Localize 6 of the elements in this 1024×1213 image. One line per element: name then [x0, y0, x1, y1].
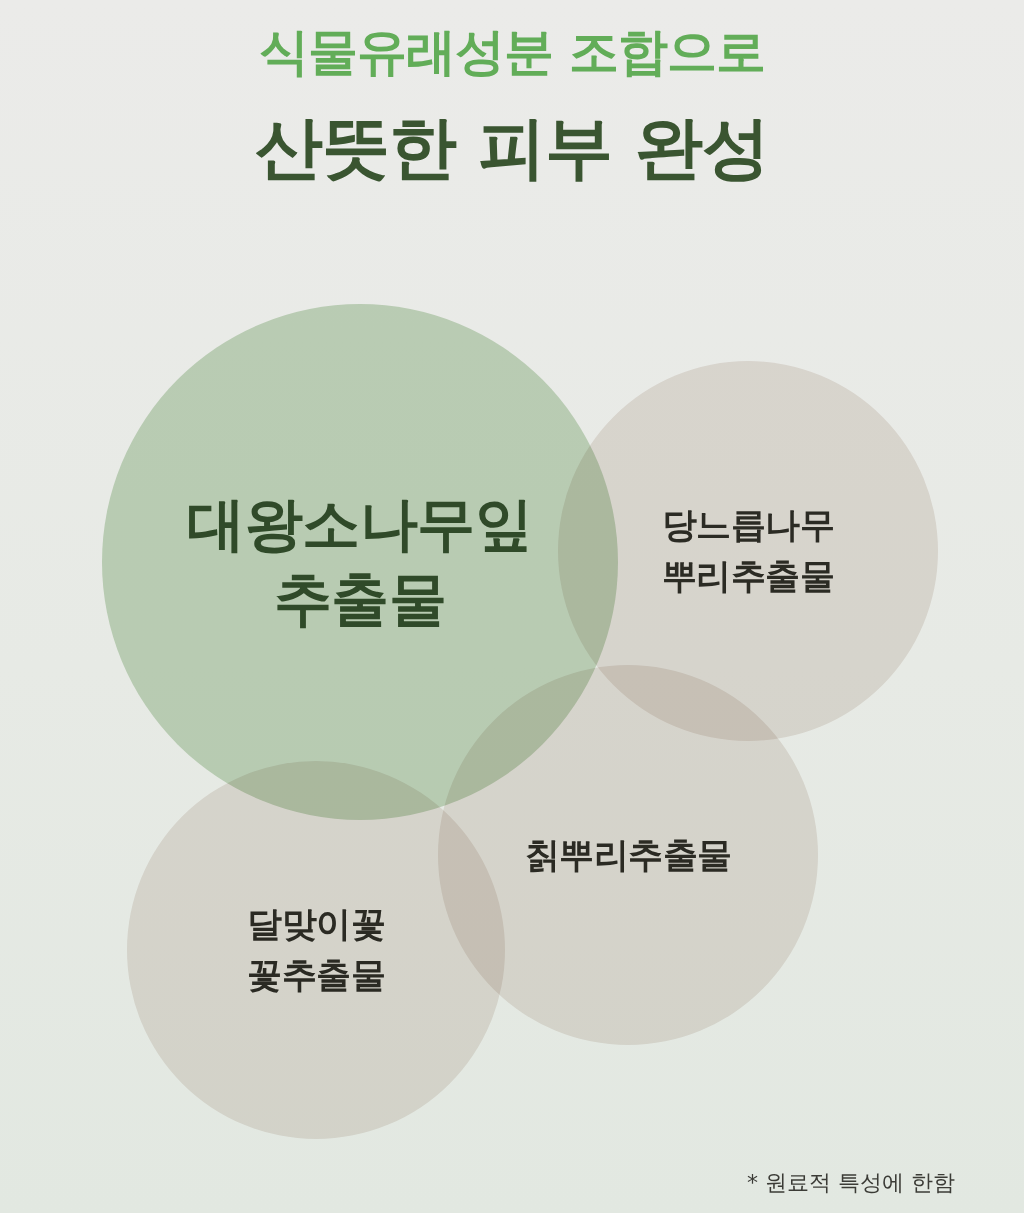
footnote: * 원료적 특성에 한함 [747, 1169, 955, 1197]
circle-label: 달맞이꽃 꽃추출물 [246, 903, 386, 997]
circle-label: 칡뿌리추출물 [524, 833, 732, 877]
circle-label: 대왕소나무잎 추출물 [186, 488, 534, 635]
circle-label: 당느릅나무 뿌리추출물 [660, 504, 836, 598]
heading: 식물유래성분 조합으로 산뜻한 피부 완성 [253, 22, 771, 189]
